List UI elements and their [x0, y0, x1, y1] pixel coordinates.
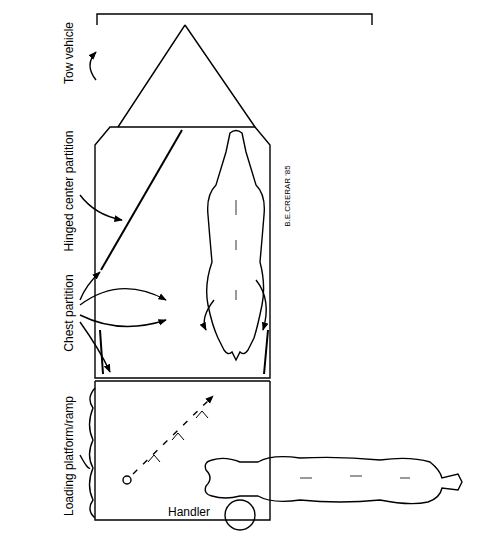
part-label: Chest partition [62, 273, 76, 352]
path-start [123, 476, 131, 484]
ramp-edge [95, 380, 270, 381]
horse-detail [300, 476, 410, 478]
leader-line [204, 300, 214, 330]
part-label: Hinged center partition [62, 130, 76, 253]
handler-head [225, 500, 255, 530]
horse-detail [236, 200, 237, 300]
center-partition [101, 130, 182, 270]
path-chevrons [148, 411, 208, 462]
signature: B.E.CRERAR '85 [283, 164, 293, 228]
leader-line [256, 280, 266, 330]
part-label: Loading platform/ramp [62, 395, 76, 517]
leader-line [80, 315, 166, 326]
chest-partition [100, 330, 268, 374]
part-label: Tow vehicle [62, 21, 76, 85]
trailer-body [95, 127, 270, 378]
leader-line [80, 322, 110, 372]
loading-path [133, 396, 213, 474]
horse-loading [205, 457, 462, 504]
leader-line [80, 455, 90, 468]
leader-line [80, 195, 122, 220]
hitch [118, 25, 255, 127]
horse-in-trailer [207, 131, 265, 361]
loading-ramp [95, 381, 270, 520]
leader-line [80, 289, 166, 305]
part-label: Handler [167, 505, 211, 519]
tow-vehicle [97, 14, 372, 25]
leader-line [90, 52, 96, 80]
leader-line [80, 272, 100, 300]
platform-edge [90, 388, 96, 518]
